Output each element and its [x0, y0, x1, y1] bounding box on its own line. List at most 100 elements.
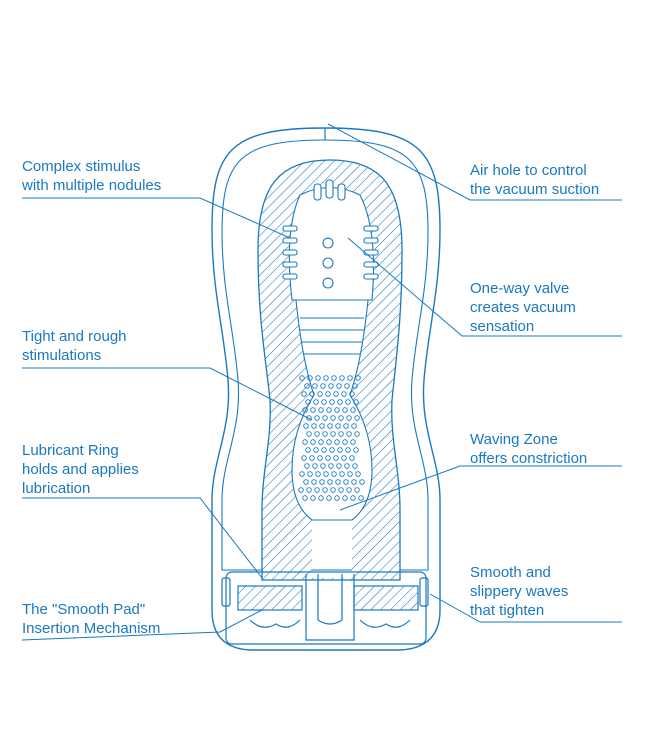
nodule-dot: [328, 463, 334, 469]
nodule-dot: [343, 423, 349, 429]
nodule-dot: [335, 423, 341, 429]
nodule-dot: [346, 431, 352, 437]
nodule-dot: [301, 455, 307, 461]
nodule-dot: [330, 431, 336, 437]
label-smooth-waves: Smooth and slippery waves that tighten: [470, 564, 569, 619]
nodule-dot: [301, 391, 307, 397]
nodule-dot: [315, 375, 321, 381]
label-waving-zone: Waving Zone offers constriction: [470, 431, 588, 467]
nodule-dot: [341, 391, 347, 397]
nodule-dot: [313, 399, 319, 405]
nodule-dot: [314, 431, 320, 437]
nodule-dot: [315, 471, 321, 477]
nodule-dot: [349, 391, 355, 397]
nodule-dot: [322, 487, 328, 493]
nodule-dot: [329, 399, 335, 405]
nodule-dot: [318, 495, 324, 501]
nodule-dot: [318, 439, 324, 445]
nodule-dot: [302, 439, 308, 445]
nodule-dot: [350, 439, 356, 445]
nodule-dot: [358, 495, 364, 501]
nodule-dot: [344, 463, 350, 469]
nodule-field: [298, 375, 365, 501]
nodule-dot: [351, 423, 357, 429]
nodule-dot: [321, 447, 327, 453]
nodule-dot: [302, 495, 308, 501]
nodule-dot: [353, 399, 359, 405]
nodule-dot: [311, 423, 317, 429]
nodule-dot: [310, 407, 316, 413]
nodule-dot: [338, 415, 344, 421]
nodule-dot: [335, 479, 341, 485]
nodule-dot: [322, 415, 328, 421]
nodule-dot: [299, 471, 305, 477]
nodule-dot: [349, 455, 355, 461]
nodule-dot: [309, 391, 315, 397]
nodule-dot: [303, 479, 309, 485]
nodule-dot: [347, 471, 353, 477]
label-one-way-valve: One-way valve creates vacuum sensation: [470, 280, 576, 335]
nodule-dot: [334, 439, 340, 445]
nodule-dot: [352, 383, 358, 389]
nodule-dot: [346, 487, 352, 493]
nodule-dot: [334, 495, 340, 501]
nodule-dot: [331, 471, 337, 477]
nodule-dot: [354, 431, 360, 437]
nodule-dot: [336, 383, 342, 389]
nodule-dot: [302, 407, 308, 413]
nodule-dot: [331, 375, 337, 381]
nodule-dot: [304, 383, 310, 389]
nodule-dot: [306, 431, 312, 437]
nodule-dot: [339, 375, 345, 381]
nodule-dot: [319, 423, 325, 429]
nodule-dot: [355, 375, 361, 381]
nodule-dot: [344, 383, 350, 389]
nodule-dot: [337, 399, 343, 405]
nodule-dot: [303, 423, 309, 429]
nodule-dot: [333, 391, 339, 397]
label-lubricant-ring: Lubricant Ring holds and applies lubrica…: [22, 442, 139, 497]
label-air-hole: Air hole to control the vacuum suction: [470, 162, 600, 198]
nodule-dot: [328, 383, 334, 389]
nodule-dot: [346, 415, 352, 421]
nodule-dot: [342, 439, 348, 445]
nodule-dot: [350, 495, 356, 501]
nodule-dot: [359, 479, 365, 485]
nodule-dot: [338, 431, 344, 437]
nodule-dot: [326, 407, 332, 413]
nodule-dot: [318, 407, 324, 413]
nodule-dot: [333, 455, 339, 461]
nodule-dot: [345, 399, 351, 405]
nodule-dot: [298, 487, 304, 493]
nodule-dot: [320, 383, 326, 389]
valve-holes: [322, 237, 334, 289]
nodule-dot: [325, 391, 331, 397]
nodule-dot: [353, 447, 359, 453]
nodule-dot: [347, 375, 353, 381]
nodule-dot: [339, 471, 345, 477]
nodule-dot: [323, 375, 329, 381]
inner-sleeve: [257, 159, 403, 581]
nodule-dot: [326, 439, 332, 445]
nodule-dot: [305, 447, 311, 453]
nodule-dot: [311, 479, 317, 485]
nodule-dot: [317, 455, 323, 461]
nodule-dot: [342, 407, 348, 413]
nodule-dot: [354, 415, 360, 421]
nodule-dot: [330, 487, 336, 493]
nodule-dot: [342, 495, 348, 501]
nodule-dot: [345, 447, 351, 453]
nodule-dot: [312, 463, 318, 469]
outer-case: [211, 127, 441, 651]
nodule-dot: [337, 447, 343, 453]
leader-lines: [21, 123, 622, 641]
nodule-dot: [304, 463, 310, 469]
nodule-dot: [343, 479, 349, 485]
nodule-dot: [341, 455, 347, 461]
nodule-dot: [307, 471, 313, 477]
nodule-dot: [317, 391, 323, 397]
label-tight-rough: Tight and rough stimulations: [22, 328, 127, 364]
nodule-dot: [314, 415, 320, 421]
nodule-dot: [307, 375, 313, 381]
